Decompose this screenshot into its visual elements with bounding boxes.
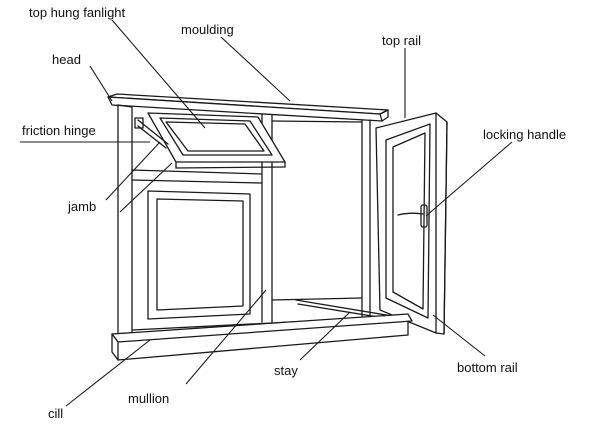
leader-lines	[20, 19, 513, 407]
label-cill: cill	[48, 406, 63, 421]
labels: top hung fanlight moulding top rail head…	[22, 5, 566, 421]
leader-locking-handle	[425, 141, 513, 217]
label-mullion: mullion	[128, 391, 169, 406]
right-opening	[271, 120, 363, 301]
label-locking-handle: locking handle	[483, 127, 566, 142]
leader-mullion	[185, 289, 267, 385]
leader-bottom-rail	[432, 314, 486, 357]
label-top-rail: top rail	[382, 33, 421, 48]
friction-hinge	[134, 117, 169, 149]
label-top-hung-fanlight: top hung fanlight	[29, 5, 126, 20]
side-casement	[375, 112, 448, 335]
label-jamb: jamb	[67, 199, 96, 214]
lower-left-pane	[147, 190, 251, 320]
label-stay: stay	[274, 363, 298, 378]
leader-stay	[299, 311, 351, 361]
label-bottom-rail: bottom rail	[457, 360, 518, 375]
leader-cill	[65, 339, 151, 407]
leader-jamb-2	[119, 162, 173, 213]
leader-moulding	[220, 36, 291, 102]
locking-handle-drawing	[397, 204, 428, 228]
top-hung-fanlight	[147, 112, 286, 169]
leader-top-hung-fanlight	[111, 19, 206, 129]
label-moulding: moulding	[181, 22, 234, 37]
head	[107, 93, 389, 122]
label-friction-hinge: friction hinge	[22, 123, 96, 138]
window-illustration	[107, 93, 448, 361]
label-head: head	[52, 52, 81, 67]
leader-jamb	[105, 141, 161, 201]
cill	[111, 313, 413, 361]
leader-head	[89, 65, 113, 102]
